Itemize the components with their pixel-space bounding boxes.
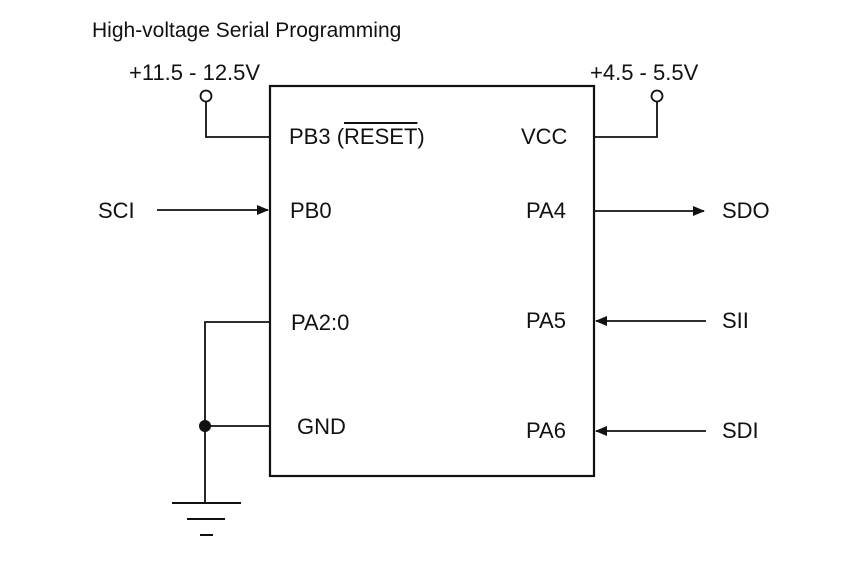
- pin-label-pb3: PB3 (RESET): [289, 126, 425, 148]
- diagram-title: High-voltage Serial Programming: [92, 19, 402, 42]
- pa2-ground-wire: [204, 321, 270, 503]
- pin-label-pa6: PA6: [526, 418, 566, 443]
- signal-label-sii: SII: [722, 308, 749, 333]
- pin-label-pa5: PA5: [526, 308, 566, 333]
- signal-label-sdi: SDI: [722, 418, 759, 443]
- reset-overlined: RESET: [344, 124, 418, 149]
- pin-label-gnd: GND: [297, 414, 346, 439]
- high-voltage-label: +11.5 - 12.5V: [129, 60, 261, 85]
- vcc-supply-wire: [594, 102, 658, 138]
- signal-label-sdo: SDO: [722, 198, 770, 223]
- junction-dot: [199, 420, 211, 432]
- chip-body: [268, 84, 596, 478]
- ground-symbol: [172, 502, 241, 536]
- vcc-supply-terminal: [650, 89, 664, 103]
- pin-label-pb0: PB0: [290, 198, 332, 223]
- vcc-supply-label: +4.5 - 5.5V: [590, 60, 699, 85]
- signal-label-sci: SCI: [98, 198, 135, 223]
- pin-label-pa2-0: PA2:0: [291, 310, 350, 335]
- pin-label-vcc: VCC: [521, 124, 568, 149]
- pb3-prefix: PB3 (: [289, 124, 345, 149]
- hv-supply-terminal: [199, 89, 213, 103]
- hv-supply-wire: [205, 102, 270, 138]
- pin-label-pa4: PA4: [526, 198, 566, 223]
- pb3-suffix: ): [417, 124, 425, 149]
